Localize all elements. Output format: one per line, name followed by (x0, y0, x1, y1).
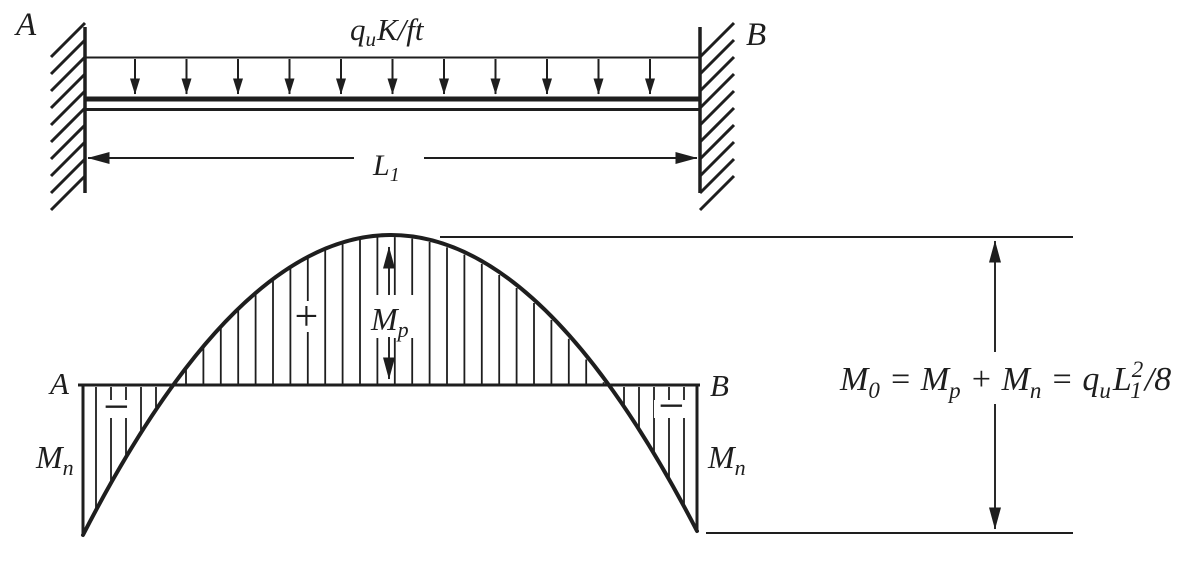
wall-hatch-stroke (698, 123, 736, 161)
beam-diagram: A B quK/ft L1 (14, 7, 766, 212)
wall-hatch-stroke (49, 123, 87, 161)
mp-label: Mp (370, 301, 409, 342)
distributed-load-label: quK/ft (350, 12, 425, 51)
wall-hatch-stroke (698, 106, 736, 144)
wall-b-hatching (698, 21, 736, 212)
wall-hatch-stroke (698, 157, 736, 195)
wall-hatch-stroke (49, 55, 87, 93)
wall-hatch-stroke (49, 106, 87, 144)
span-length-label: L1 (372, 149, 400, 186)
minus-left-mask (99, 400, 133, 418)
minus-sign-right: − (655, 380, 686, 431)
minus-sign-left: − (100, 381, 131, 432)
wall-a-hatching (49, 21, 87, 212)
moment-end-a-label: A (48, 366, 70, 401)
wall-hatch-stroke (49, 140, 87, 178)
negative-moment-hatching-left (95, 387, 157, 509)
mp-label-mask (366, 295, 423, 338)
wall-hatch-stroke (698, 89, 736, 127)
plus-sign-mask (292, 301, 321, 332)
wall-hatch-stroke (698, 55, 736, 93)
wall-hatch-stroke (698, 174, 736, 212)
mn-label-left: Mn (35, 439, 74, 480)
wall-hatch-stroke (49, 174, 87, 212)
wall-hatch-stroke (49, 72, 87, 110)
wall-hatch-stroke (49, 21, 87, 59)
wall-hatch-stroke (49, 38, 87, 76)
support-b-label: B (746, 17, 766, 53)
wall-hatch-stroke (698, 72, 736, 110)
wall-hatch-stroke (49, 89, 87, 127)
minus-right-mask (654, 400, 688, 418)
wall-hatch-stroke (698, 21, 736, 59)
wall-hatch-stroke (698, 140, 736, 178)
load-arrows (130, 59, 655, 95)
plus-sign: + (292, 294, 320, 340)
moment-end-b-label: B (710, 368, 729, 403)
mn-label-right: Mn (707, 439, 746, 480)
support-a-label: A (14, 7, 37, 43)
wall-hatch-stroke (49, 157, 87, 195)
wall-hatch-stroke (698, 38, 736, 76)
